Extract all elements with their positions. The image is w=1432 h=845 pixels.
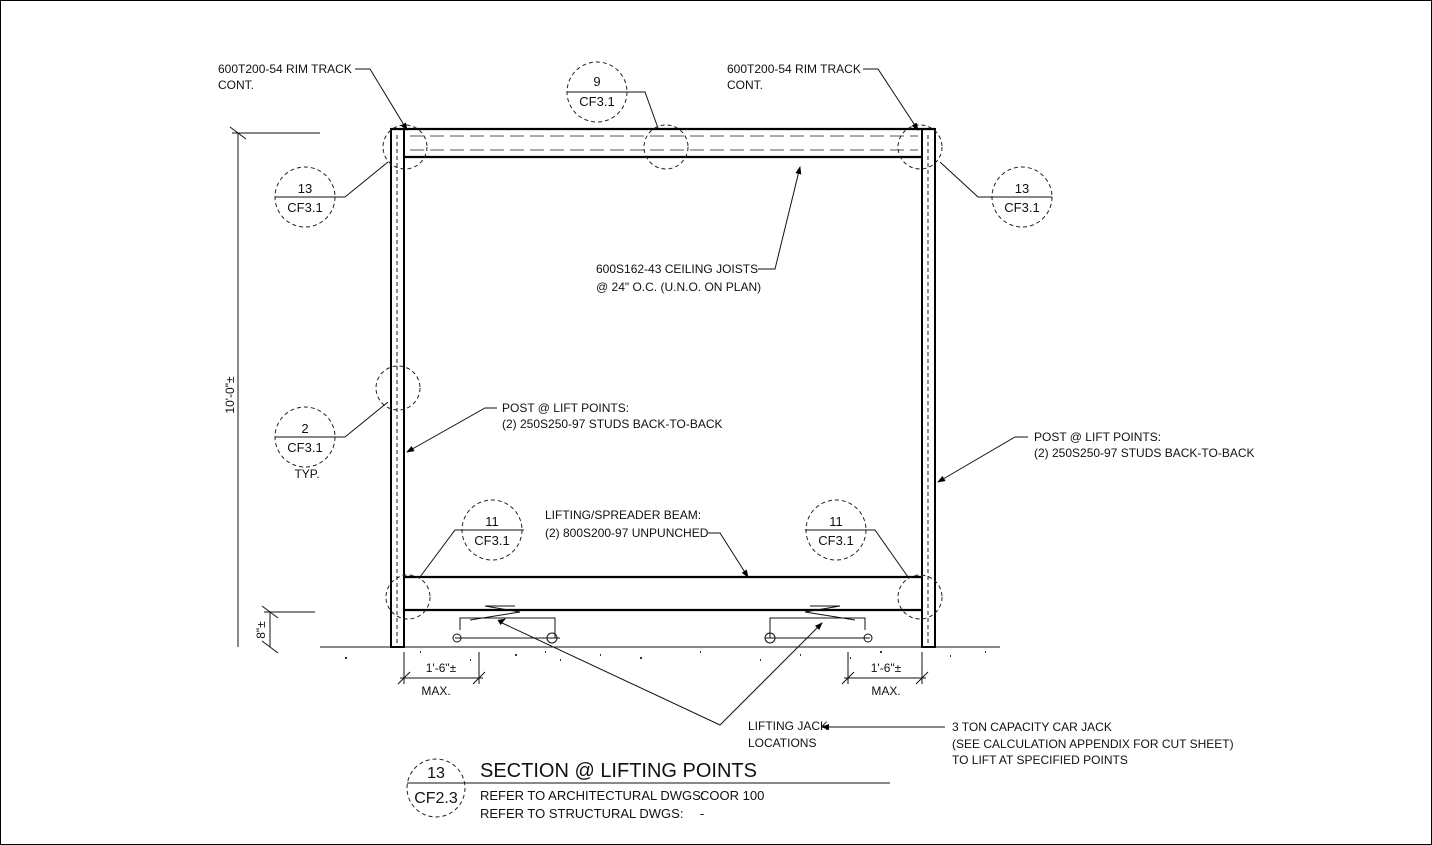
dimension-left-offset: 1'-6"± MAX. <box>397 652 486 698</box>
car-jack-right <box>764 605 873 644</box>
bubble-bottom-left[interactable]: 11 CF3.1 <box>419 499 524 578</box>
detail-circles <box>375 124 943 620</box>
callout-rim-track-right: 600T200-54 RIM TRACK CONT. <box>727 62 919 131</box>
svg-text:10'-0"±: 10'-0"± <box>223 376 237 414</box>
svg-text:LIFTING JACK: LIFTING JACK <box>748 719 828 733</box>
callout-rim-track-left: 600T200-54 RIM TRACK CONT. <box>218 62 408 131</box>
svg-text:CONT.: CONT. <box>218 78 254 92</box>
dimension-height: 10'-0"± <box>223 126 320 647</box>
svg-text:(2) 250S250-97 STUDS BACK-TO-B: (2) 250S250-97 STUDS BACK-TO-BACK <box>1034 446 1255 460</box>
bubble-top-left[interactable]: 13 CF3.1 <box>274 161 389 228</box>
svg-text:1'-6"±: 1'-6"± <box>871 661 902 675</box>
svg-text:LOCATIONS: LOCATIONS <box>748 736 816 750</box>
svg-text:8"±: 8"± <box>254 621 268 639</box>
svg-text:1'-6"±: 1'-6"± <box>426 661 457 675</box>
sheet-number: CF3.1 <box>579 94 614 109</box>
svg-text:600S162-43 CEILING JOISTS: 600S162-43 CEILING JOISTS <box>596 262 758 276</box>
arch-ref-label: REFER TO ARCHITECTURAL DWGS: <box>480 788 704 803</box>
svg-text:LIFTING/SPREADER BEAM:: LIFTING/SPREADER BEAM: <box>545 508 701 522</box>
callout-jack-locations: LIFTING JACK LOCATIONS <box>497 618 828 750</box>
sheet-number: CF3.1 <box>818 533 853 548</box>
title-sheet-number: CF2.3 <box>414 790 458 807</box>
sheet-number: CF3.1 <box>474 533 509 548</box>
right-post <box>921 128 936 648</box>
detail-number: 13 <box>298 181 312 196</box>
dimension-right-offset: 1'-6"± MAX. <box>841 652 929 698</box>
ceiling-joist-band <box>391 127 935 159</box>
detail-number: 13 <box>1015 181 1029 196</box>
svg-text:(2) 800S200-97 UNPUNCHED: (2) 800S200-97 UNPUNCHED <box>545 526 709 540</box>
bubble-mid-left[interactable]: 2 CF3.1 TYP. <box>274 401 389 481</box>
callout-car-jack: 3 TON CAPACITY CAR JACK (SEE CALCULATION… <box>821 720 1234 767</box>
arch-ref-value: COOR 100 <box>700 788 764 803</box>
bubble-top-mid[interactable]: 9 CF3.1 <box>566 61 659 129</box>
sheet-number: CF3.1 <box>287 200 322 215</box>
dimension-lift-height: 8"± <box>254 605 315 654</box>
typical-note: TYP. <box>294 467 319 481</box>
title-block: 13 CF2.3 SECTION @ LIFTING POINTS REFER … <box>406 758 890 821</box>
title-detail-number: 13 <box>427 765 445 782</box>
callout-ceiling-joists: 600S162-43 CEILING JOISTS @ 24" O.C. (U.… <box>596 166 802 294</box>
detail-number: 9 <box>593 74 600 89</box>
svg-text:(SEE CALCULATION APPENDIX FOR: (SEE CALCULATION APPENDIX FOR CUT SHEET) <box>952 737 1234 751</box>
svg-text:600T200-54 RIM TRACK: 600T200-54 RIM TRACK <box>218 62 352 76</box>
svg-text:TO LIFT AT SPECIFIED POINTS: TO LIFT AT SPECIFIED POINTS <box>952 753 1128 767</box>
struct-ref-label: REFER TO STRUCTURAL DWGS: <box>480 806 683 821</box>
svg-text:POST @ LIFT POINTS:: POST @ LIFT POINTS: <box>1034 430 1161 444</box>
car-jack-left <box>452 605 560 644</box>
sheet-number: CF3.1 <box>1004 200 1039 215</box>
bubble-top-right[interactable]: 13 CF3.1 <box>939 161 1053 228</box>
left-post <box>390 128 405 648</box>
drawing-title: SECTION @ LIFTING POINTS <box>480 760 757 782</box>
detail-number: 11 <box>829 514 843 529</box>
svg-text:POST @ LIFT POINTS:: POST @ LIFT POINTS: <box>502 401 629 415</box>
svg-text:600T200-54 RIM TRACK: 600T200-54 RIM TRACK <box>727 62 861 76</box>
callout-spreader-beam: LIFTING/SPREADER BEAM: (2) 800S200-97 UN… <box>545 508 749 578</box>
detail-number: 11 <box>485 514 499 529</box>
svg-text:MAX.: MAX. <box>871 684 900 698</box>
svg-text:MAX.: MAX. <box>421 684 450 698</box>
spreader-beam <box>404 575 922 612</box>
svg-text:3 TON CAPACITY CAR JACK: 3 TON CAPACITY CAR JACK <box>952 720 1112 734</box>
callout-post-right: POST @ LIFT POINTS: (2) 250S250-97 STUDS… <box>937 430 1255 483</box>
ground-line <box>320 646 1000 661</box>
detail-number: 2 <box>301 421 308 436</box>
bubble-bottom-right[interactable]: 11 CF3.1 <box>805 499 909 578</box>
struct-ref-value: - <box>700 806 704 821</box>
sheet-number: CF3.1 <box>287 440 322 455</box>
callout-post-left: POST @ LIFT POINTS: (2) 250S250-97 STUDS… <box>406 401 723 453</box>
svg-text:CONT.: CONT. <box>727 78 763 92</box>
svg-text:@ 24" O.C. (U.N.O. ON PLAN): @ 24" O.C. (U.N.O. ON PLAN) <box>596 280 761 294</box>
svg-text:(2) 250S250-97 STUDS BACK-TO-B: (2) 250S250-97 STUDS BACK-TO-BACK <box>502 417 723 431</box>
